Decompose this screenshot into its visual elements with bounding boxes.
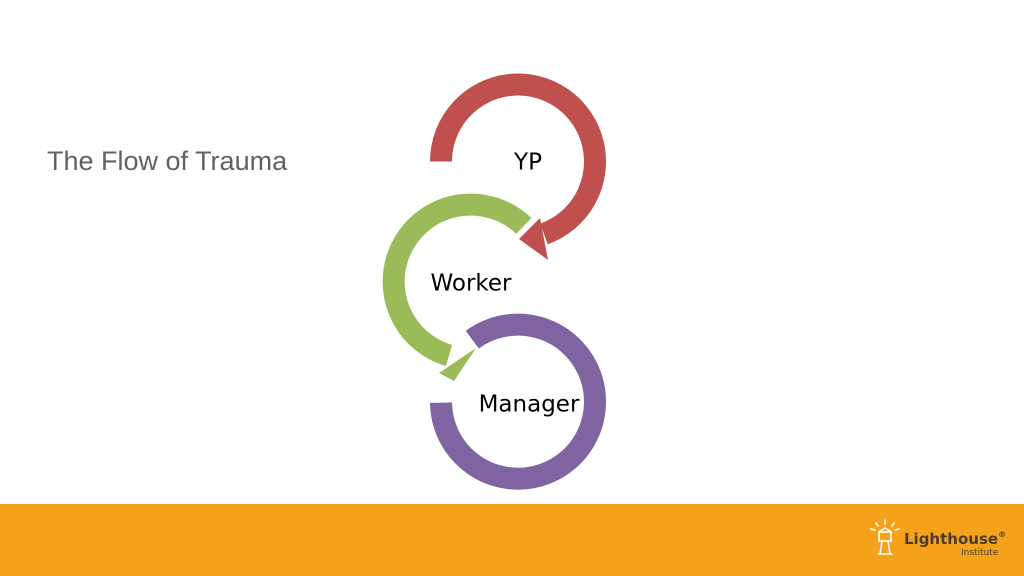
footer-bar	[0, 504, 1024, 576]
manager-arc	[430, 313, 606, 490]
logo-subtitle: Institute	[961, 548, 999, 558]
lighthouse-logo: Lighthouse® Institute	[868, 518, 1018, 562]
worker-arrowhead	[439, 348, 476, 381]
node-label-worker: Worker	[430, 271, 512, 297]
node-label-manager: Manager	[479, 392, 580, 418]
slide-title: The Flow of Trauma	[47, 146, 288, 176]
logo-name: Lighthouse®	[904, 530, 1007, 548]
lighthouse-icon	[870, 519, 900, 555]
worker-arc	[382, 193, 532, 367]
node-label-yp: YP	[513, 150, 542, 176]
yp-arc	[430, 73, 606, 245]
logo-registered-mark: ®	[998, 530, 1007, 539]
yp-arrowhead	[519, 218, 548, 260]
